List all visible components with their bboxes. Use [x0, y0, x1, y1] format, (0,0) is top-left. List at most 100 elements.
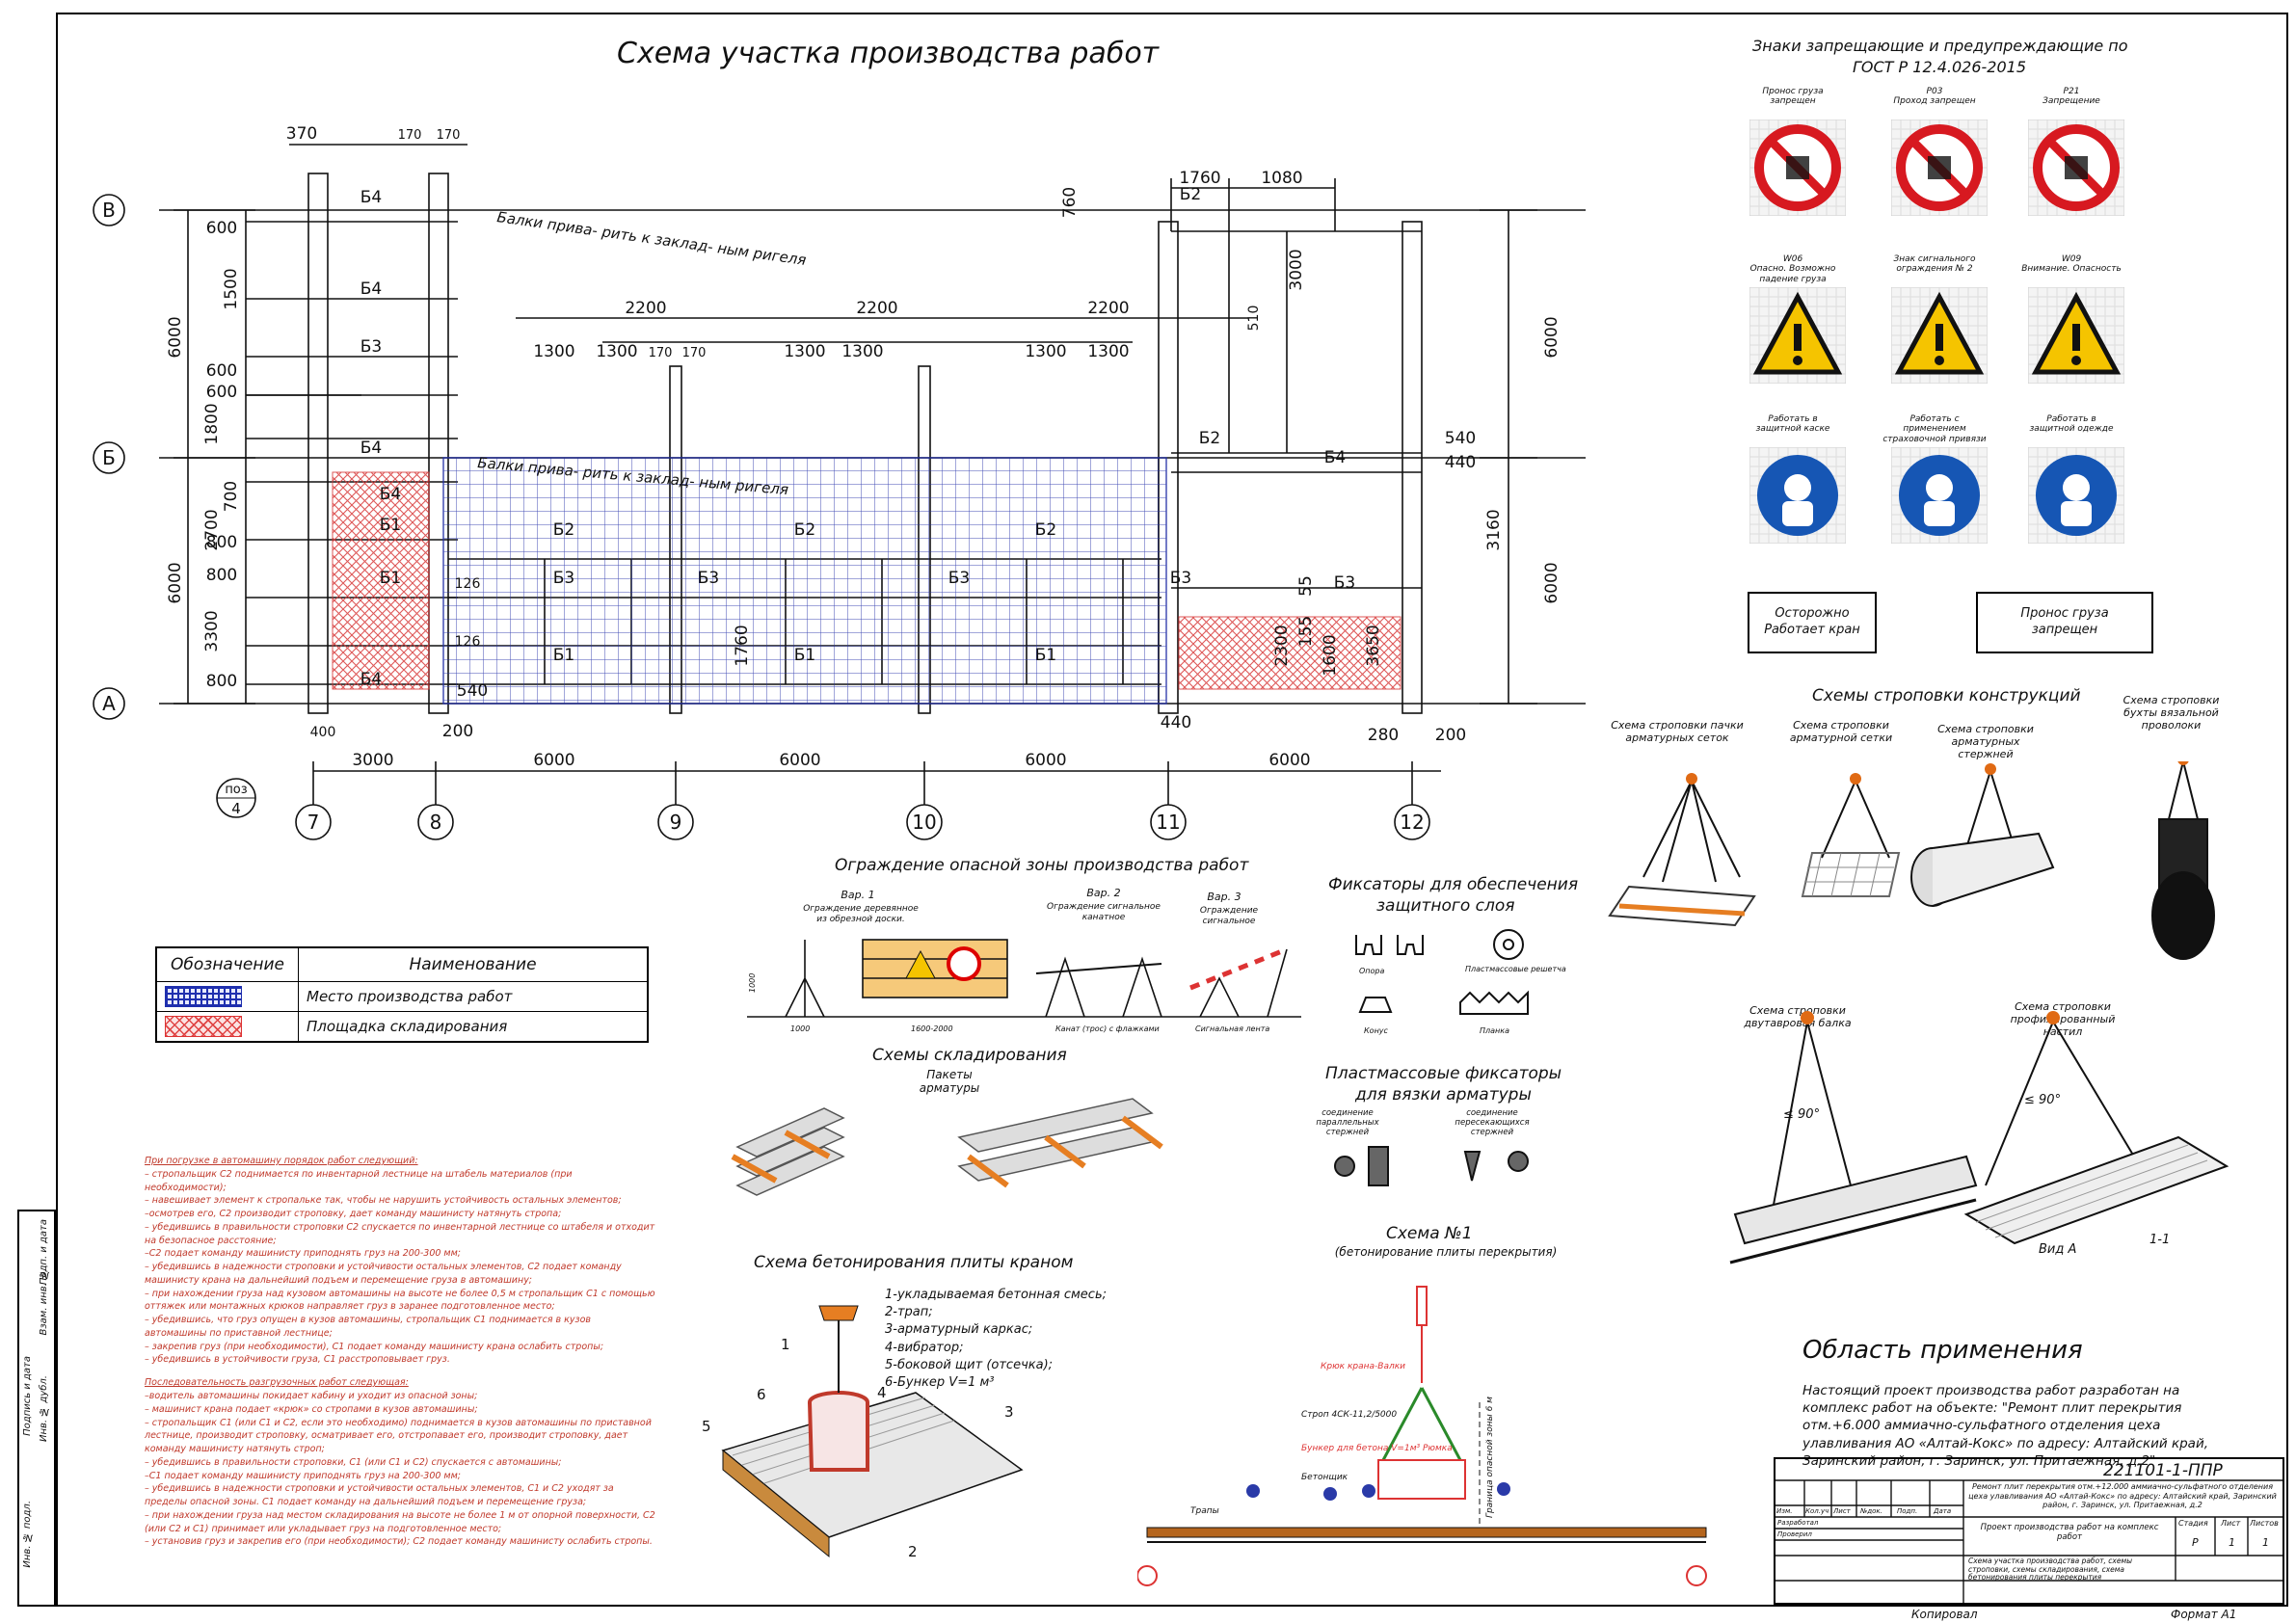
dim-label: 200 — [442, 722, 473, 741]
note-line: – убедившись в правильности строповки С2… — [145, 1221, 655, 1246]
dim-label: 600 — [206, 383, 237, 402]
dim-label: 1300 — [596, 342, 637, 361]
doc-code: 221101-1-ППР — [2103, 1461, 2223, 1480]
member-mark: Б2 — [794, 520, 815, 540]
dim-label: 170 — [437, 128, 461, 143]
axis-label: 12 — [1400, 811, 1424, 834]
member-mark: Б2 — [553, 520, 574, 540]
member-mark: Б3 — [1334, 573, 1355, 593]
scheme1-label: Граница опасной зоны 6 м — [1485, 1397, 1495, 1518]
axis-label: В — [102, 199, 116, 222]
notes-list: –водитель автомашины покидает кабину и у… — [145, 1390, 655, 1549]
concrete-callout: 4 — [877, 1384, 887, 1401]
prohibit-sign-icon — [1891, 120, 1988, 216]
scope-title: Область применения — [1802, 1336, 2083, 1365]
sign-label: защитной каске — [1755, 424, 1830, 435]
rigging-drawings: ≤ 90° ≤ 90° Вид А 1-1 — [1608, 761, 2229, 1264]
side-label: Инв. № подл. — [22, 1501, 33, 1568]
axis-label: 7 — [307, 811, 320, 834]
format-label: Формат А1 — [2171, 1608, 2237, 1621]
rigging-caption: Схема строповки профилированный настил — [2010, 1000, 2116, 1039]
member-mark: Б3 — [553, 569, 574, 588]
dim-label: 800 — [206, 566, 237, 585]
loading-notes: При погрузке в автомашину порядок работ … — [145, 1155, 655, 1549]
dim-label: 3000 — [1287, 249, 1306, 290]
rigging-caption: Схема строповки арматурной сетки — [1789, 719, 1893, 745]
note-line: – машинист крана подает «крюк» со стропа… — [145, 1403, 478, 1415]
member-mark: Б4 — [360, 188, 382, 207]
legend-header: Обозначение — [155, 946, 299, 982]
note-line: –водитель автомашины покидает кабину и у… — [145, 1391, 478, 1402]
side-label: Подпись и дата — [22, 1356, 33, 1436]
dim-label: 370 — [286, 124, 317, 144]
section-label: 1-1 — [2149, 1233, 2170, 1247]
concrete-title: Схема бетонирования плиты краном — [754, 1253, 1074, 1272]
fence-variant-desc: Ограждение деревянное из обрезной доски. — [803, 904, 919, 924]
notes-list: – стропальщик С2 поднимается по инвентар… — [145, 1168, 655, 1367]
note-line: –С1 подает команду машинисту приподнять … — [145, 1470, 461, 1481]
sign-code: Знак сигнального — [1893, 254, 1976, 264]
member-mark: Б3 — [1170, 569, 1191, 588]
mandatory-sign-icon — [1891, 447, 1988, 544]
member-mark: 1760 — [733, 625, 752, 666]
storage-area-left — [332, 471, 430, 690]
sign-code: W06 — [1782, 254, 1803, 264]
axis-label: 9 — [670, 811, 682, 834]
mandatory-sign-icon — [1749, 447, 1846, 544]
storage-area-right — [1178, 616, 1402, 690]
work-area-swatch — [165, 986, 242, 1007]
title-block: 221101-1-ППР Ремонт плит перекрытия отм.… — [1774, 1457, 2284, 1605]
sign-label: Запрещение — [2042, 96, 2100, 107]
axis-label: 11 — [1156, 811, 1180, 834]
concrete-legend-item: 4-вибратор; — [885, 1340, 964, 1355]
sign-label: Опасно. Возможно падение груза — [1749, 264, 1836, 284]
dim-label: 170 — [649, 346, 673, 360]
member-mark: 126 — [455, 634, 481, 650]
scheme1-label: Трапы — [1190, 1506, 1219, 1516]
warning-sign-icon — [2028, 287, 2124, 384]
stamp-role: Проверил — [1777, 1530, 1812, 1538]
notes-head: Последовательность разгрузочных работ сл… — [145, 1377, 409, 1389]
board-crane: Осторожно Работает кран — [1748, 592, 1877, 653]
board-text: Осторожно Работает кран — [1764, 606, 1860, 637]
member-mark: 55 — [1296, 575, 1316, 597]
dim-label: 440 — [1161, 713, 1191, 732]
concrete-callout: 1 — [781, 1336, 790, 1353]
dim-label: 1500 — [222, 268, 241, 309]
scheme1-title: Схема №1 — [1386, 1224, 1473, 1243]
plastic-label: соединение пересекающихся стержней — [1455, 1108, 1530, 1138]
fence-variant: Вар. 1 — [841, 889, 875, 901]
dim-label: 700 — [222, 481, 241, 512]
dim-label: 6000 — [1542, 562, 1562, 603]
fence-variant: Вар. 3 — [1207, 891, 1241, 903]
concrete-legend-item: 2-трап; — [885, 1305, 933, 1320]
dim-label: 6000 — [779, 751, 820, 770]
storage-area-swatch — [165, 1016, 242, 1037]
dim-label: 800 — [206, 672, 237, 691]
sign-code: Работать с применением — [1903, 414, 1966, 435]
dim-label: 6000 — [166, 316, 185, 358]
member-mark: Б4 — [360, 279, 382, 299]
note-line: – убедившись, что груз опущен в кузов ав… — [145, 1315, 591, 1339]
concrete-legend: 1-укладываемая бетонная смесь; 2-трап; 3… — [885, 1287, 1107, 1392]
note-line: – убедившись в надежности строповки и ус… — [145, 1483, 614, 1508]
dim-label: 3300 — [202, 610, 222, 652]
dim-label: 600 — [206, 219, 237, 238]
member-mark: 1600 — [1321, 634, 1340, 676]
stamp-cell: Дата — [1934, 1507, 1952, 1515]
work-area — [442, 457, 1167, 705]
member-mark: 126 — [455, 576, 481, 592]
site-plan: В Б А 7 8 9 10 11 12 поз 4 3000 6000 — [93, 124, 1586, 840]
dim-label: 3160 — [1484, 509, 1504, 550]
concrete-callout: 2 — [908, 1543, 918, 1560]
note-line: –осмотрев его, С2 производит строповку, … — [145, 1209, 562, 1220]
sign-label: запрещен — [1770, 96, 1816, 107]
warning-sign-icon — [1749, 287, 1846, 384]
callout-weld-1: Балки прива- рить к заклад- ным ригеля — [495, 208, 807, 269]
sheet-name: Схема участка производства работ, схемы … — [1968, 1556, 2133, 1583]
